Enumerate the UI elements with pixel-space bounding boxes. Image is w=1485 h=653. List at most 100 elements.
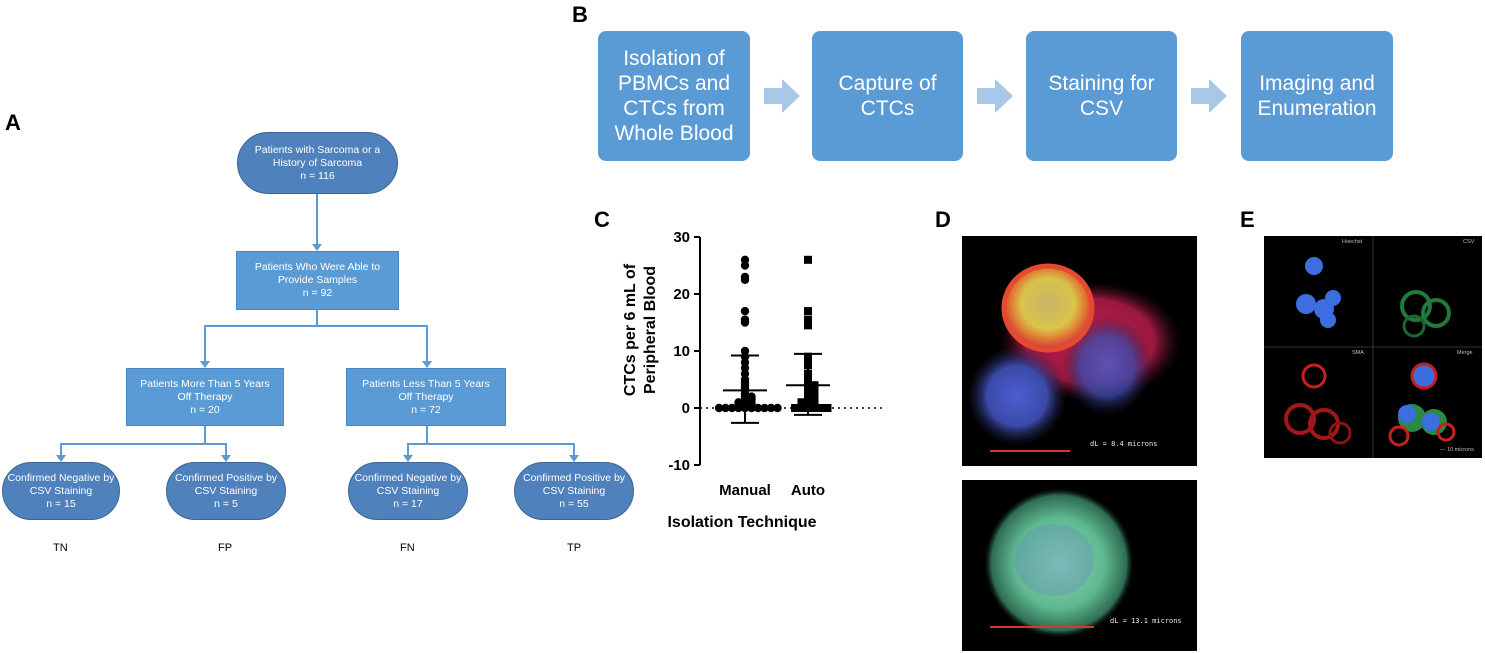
scale-label: dL = 8.4 microns [1090,440,1158,448]
channel-label-hoechst: Hoechst [1342,239,1363,245]
connector-line [426,426,428,444]
outcome-label-tn: TN [53,542,68,554]
channel-label-merge: Merge [1457,350,1473,356]
node-text: CSV Staining [542,484,606,497]
outcome-label-fn: FN [400,542,415,554]
data-point-auto [791,404,799,412]
node-text: CSV Staining [29,484,93,497]
data-point-manual [747,403,756,413]
connector-line [316,310,318,326]
arrow-head [569,455,579,462]
panel-label-a: A [5,110,21,135]
connector-line [60,443,227,445]
node-text: Patients Less Than 5 Years [362,377,490,390]
scale-bar [990,450,1070,452]
step-imaging: Imaging and Enumeration [1241,31,1393,161]
step-text: CTCs [860,97,915,120]
scale-label: — 10 microns [1440,447,1474,453]
cell-image [967,263,1182,446]
node-count: n = 20 [190,403,220,416]
node-count: n = 72 [411,403,441,416]
step-text: Isolation of [623,47,725,70]
x-tick-label: Manual [719,482,771,499]
flow-node-provided-samples: Patients Who Were Able to Provide Sample… [236,251,399,310]
connector-line [316,194,318,246]
step-text: PBMCs and [617,72,731,95]
data-point-auto [797,404,806,412]
arrow-right-icon [1191,79,1227,113]
channel-label-csv: CSV [1463,239,1475,245]
step-text: Staining for [1048,72,1155,95]
connector-line [573,443,575,457]
panel-label-b: B [572,2,588,27]
node-text: Confirmed Negative by [354,471,462,484]
arrow-right-icon [977,79,1013,113]
node-text: Off Therapy [177,390,233,403]
data-point-manual [753,403,763,413]
data-point-manual [766,403,776,413]
node-text: Confirmed Positive by [174,471,278,484]
y-tick-label: 20 [673,286,690,303]
x-axis-label: Isolation Technique [667,514,816,531]
node-count: n = 116 [300,169,335,182]
data-point-manual [721,403,730,413]
y-tick-label: 30 [673,229,690,246]
connector-line [426,325,428,363]
flow-node-confirmed-negative-fn: Confirmed Negative by CSV Staining n = 1… [348,462,468,520]
data-point-auto [804,255,812,264]
arrow-head [221,455,231,462]
connector-line [225,443,227,457]
node-text: History of Sarcoma [272,156,363,169]
data-point-auto [804,321,812,330]
step-text: Whole Blood [614,122,734,145]
connector-line [204,325,427,327]
connector-line [407,443,575,445]
step-isolation: Isolation of PBMCs and CTCs from Whole B… [598,31,750,161]
step-text: Enumeration [1257,97,1377,120]
data-point-auto [804,307,812,316]
data-point-manual [740,261,750,270]
arrow-head [422,361,432,368]
channel-label-sma: SMA [1352,350,1364,356]
y-axis-label-line1: CTCs per 6 mL of [622,263,639,396]
connector-line [407,443,409,457]
node-count: n = 55 [559,497,589,510]
arrow-right-icon [764,79,800,113]
panel-label-c: C [594,207,610,232]
cell-image [984,488,1134,638]
data-point-auto [823,404,832,412]
arrow-head [200,361,210,368]
step-text: CTCs from [623,97,725,120]
node-text: Off Therapy [398,390,454,403]
scale-bar [990,626,1094,628]
data-point-manual [734,403,743,413]
immunofluorescence-grid: Hoechst CSV SMA Merge — 10 microns [1264,236,1482,458]
data-point-auto [810,404,819,412]
y-tick-label: 0 [682,400,690,417]
data-point-manual [727,403,737,413]
node-count: n = 15 [46,497,76,510]
node-count: n = 92 [302,287,333,299]
panel-label-d: D [935,207,951,232]
node-text: Patients More Than 5 Years [140,377,270,390]
flow-node-confirmed-positive-tp: Confirmed Positive by CSV Staining n = 5… [514,462,634,520]
data-point-manual [714,403,724,413]
panel-label-e: E [1240,207,1255,232]
node-text: Patients Who Were Able to [254,261,381,273]
step-capture: Capture of CTCs [812,31,963,161]
flow-node-more-than-5-years: Patients More Than 5 Years Off Therapy n… [126,368,284,426]
data-point-manual [740,318,750,327]
node-text: Provide Samples [277,274,358,286]
step-text: CSV [1079,97,1124,120]
x-tick-label: Auto [791,482,825,499]
node-text: Confirmed Negative by [7,471,115,484]
step-text: Imaging and [1259,72,1375,95]
flow-node-less-than-5-years: Patients Less Than 5 Years Off Therapy n… [346,368,506,426]
data-point-auto [810,386,819,395]
outcome-label-fp: FP [218,542,233,554]
arrow-head [403,455,413,462]
data-point-manual [740,275,750,284]
node-text: Confirmed Positive by [522,471,626,484]
connector-line [204,325,206,363]
